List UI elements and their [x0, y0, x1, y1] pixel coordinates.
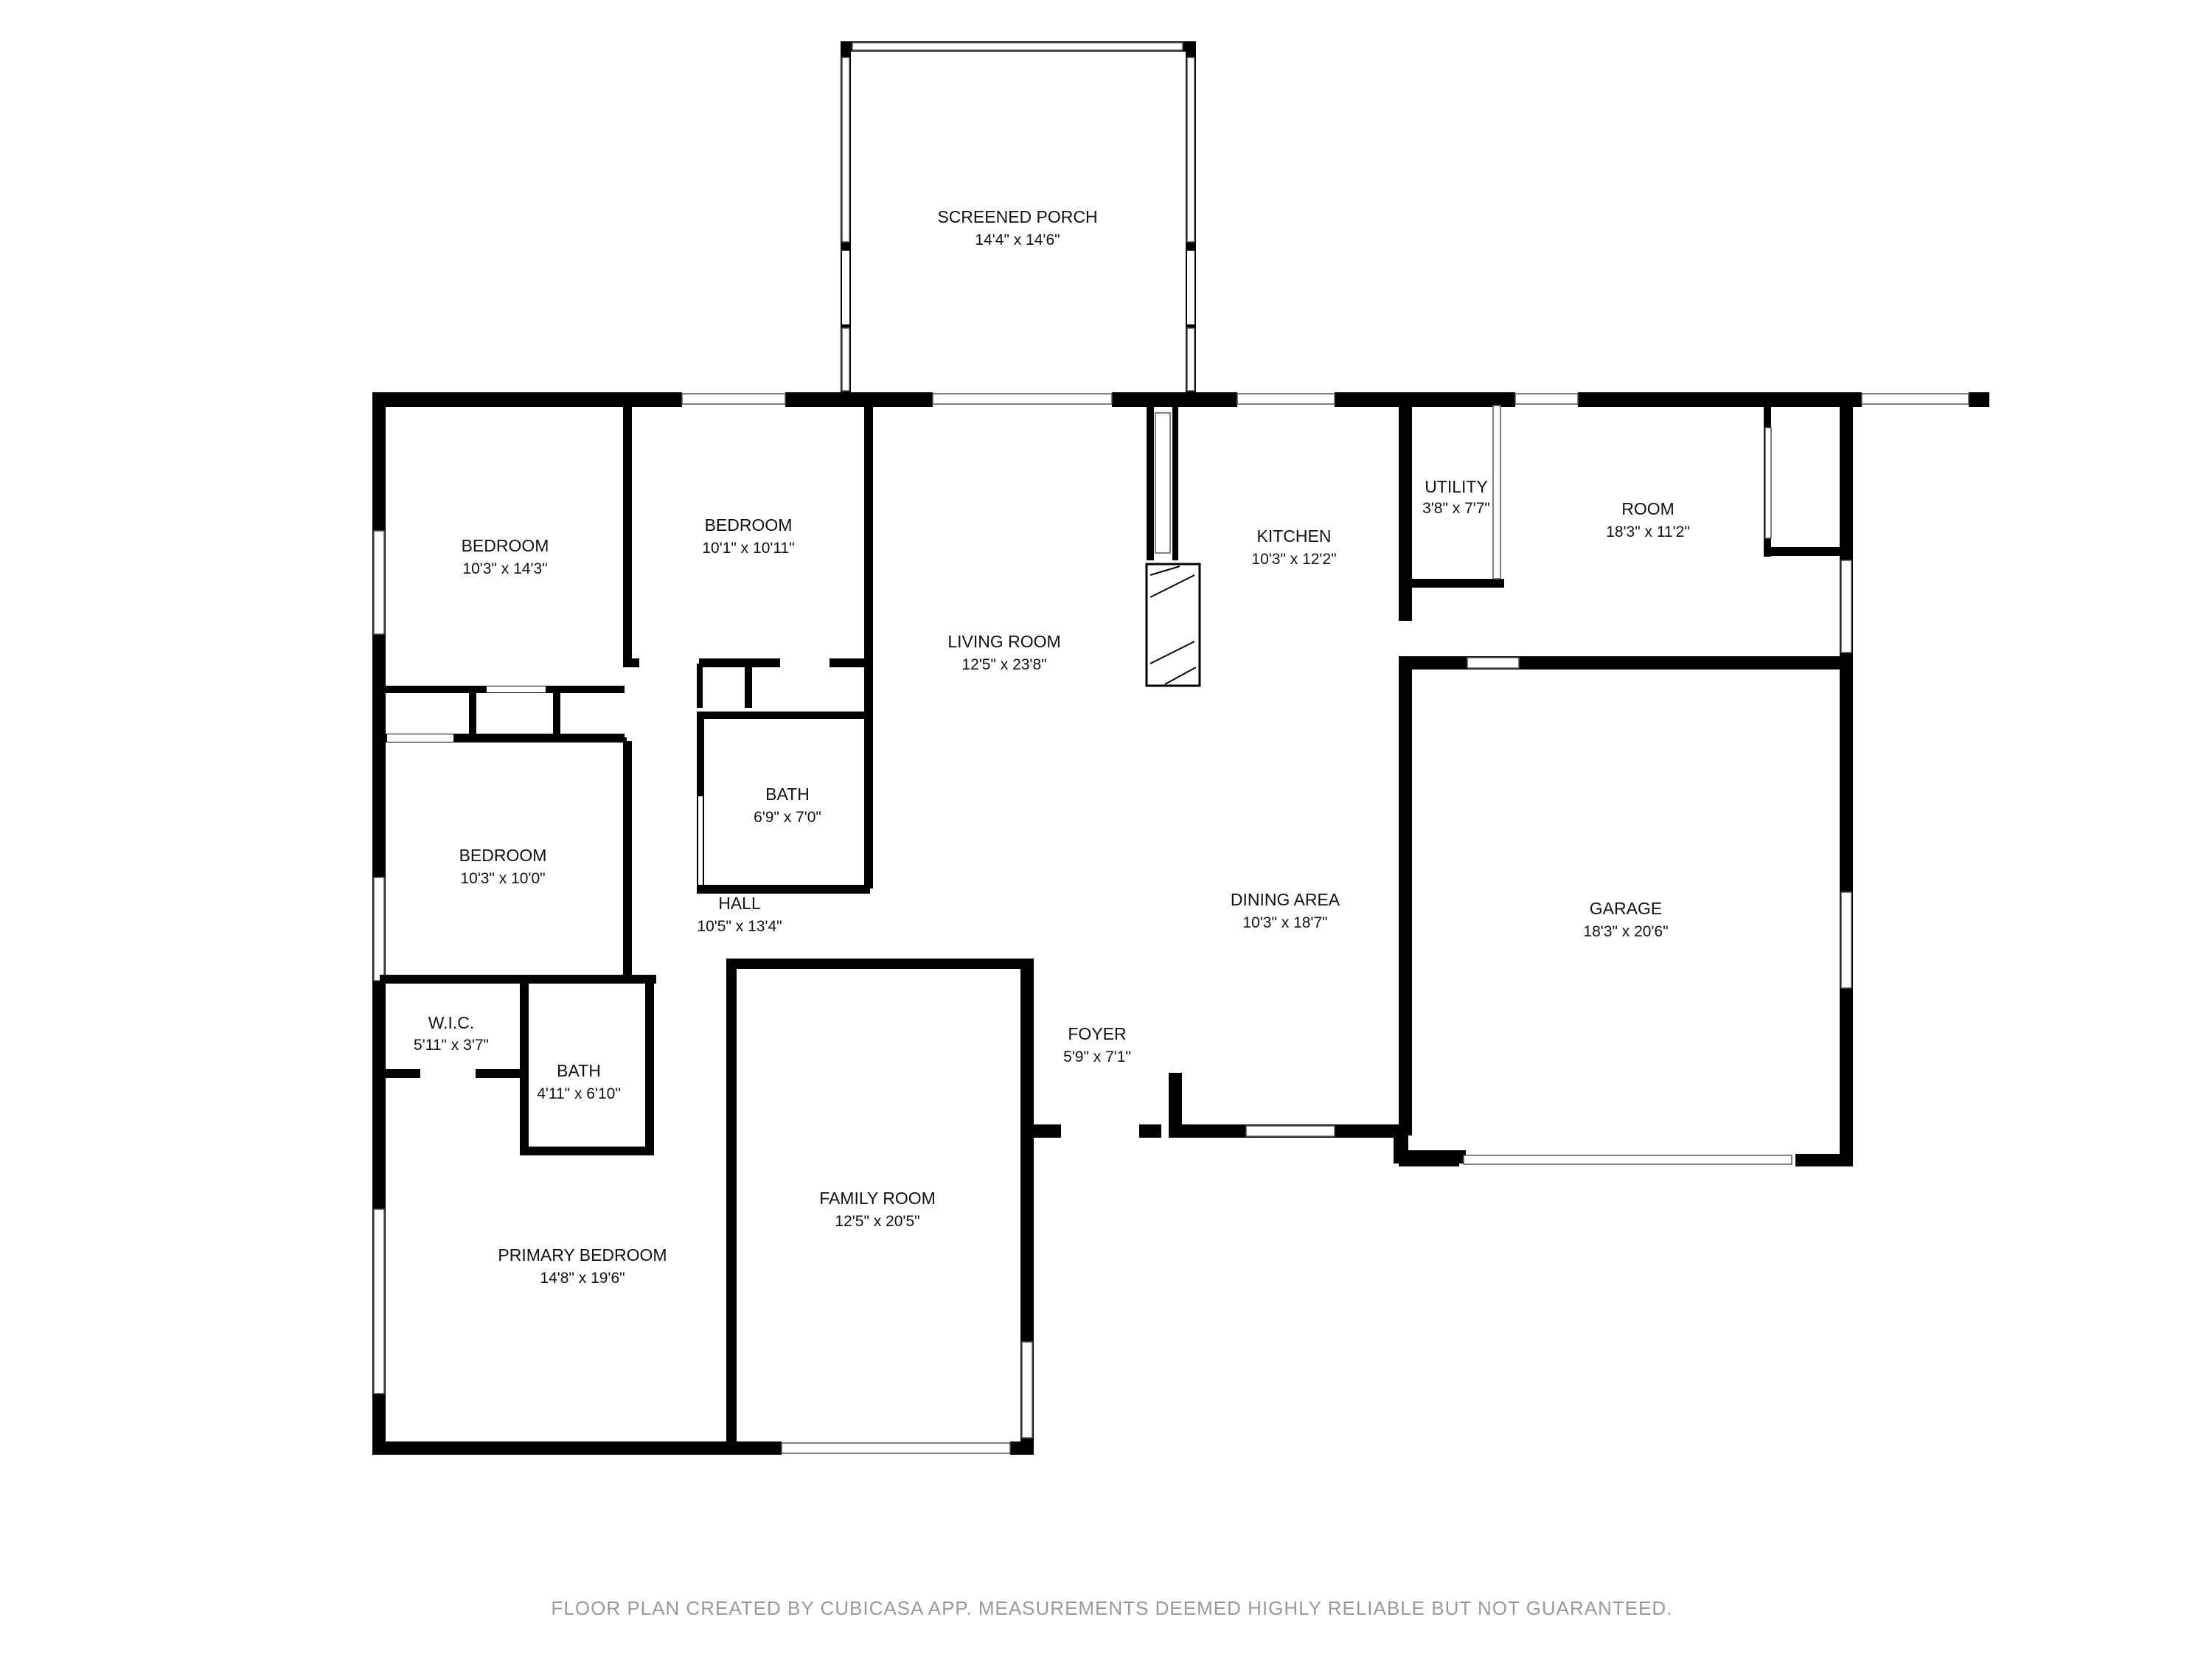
- room-bedroom-nw: BEDROOM 10'3" x 14'3": [462, 536, 549, 577]
- room-label: BATH: [557, 1061, 601, 1080]
- room-label: DINING AREA: [1231, 890, 1340, 909]
- room-primary-bedroom: PRIMARY BEDROOM 14'8" x 19'6": [498, 1245, 667, 1287]
- screened-porch-frame: [841, 41, 1196, 394]
- room-kitchen: KITCHEN 10'3" x 12'2": [1251, 526, 1336, 568]
- room-label: LIVING ROOM: [947, 632, 1060, 651]
- room-dimensions: 10'1" x 10'11": [702, 540, 794, 557]
- room-label: FAMILY ROOM: [819, 1189, 936, 1208]
- room-dimensions: 14'4" x 14'6": [975, 232, 1060, 248]
- room-dimensions: 5'9" x 7'1": [1063, 1048, 1131, 1065]
- room-utility: UTILITY 3'8" x 7'7": [1422, 477, 1490, 517]
- room-dimensions: 10'5" x 13'4": [697, 918, 782, 935]
- room-dimensions: 6'9" x 7'0": [754, 809, 821, 826]
- room-dimensions: 3'8" x 7'7": [1422, 500, 1490, 517]
- room-room: ROOM 18'3" x 11'2": [1606, 499, 1690, 540]
- room-foyer: FOYER 5'9" x 7'1": [1063, 1024, 1131, 1065]
- room-hall: HALL 10'5" x 13'4": [697, 894, 782, 935]
- room-dimensions: 14'8" x 19'6": [540, 1270, 625, 1287]
- room-bedroom-n: BEDROOM 10'1" x 10'11": [702, 515, 794, 557]
- room-label: HALL: [718, 894, 761, 913]
- room-label: FOYER: [1068, 1024, 1126, 1043]
- interior-walls: [380, 402, 1845, 1453]
- room-garage: GARAGE 18'3" x 20'6": [1583, 899, 1668, 940]
- room-label: PRIMARY BEDROOM: [498, 1245, 667, 1265]
- room-label: GARAGE: [1590, 899, 1662, 918]
- room-label: BEDROOM: [462, 536, 549, 555]
- room-dimensions: 10'3" x 12'2": [1251, 551, 1336, 568]
- room-dimensions: 10'3" x 18'7": [1242, 914, 1327, 931]
- room-label: KITCHEN: [1257, 526, 1332, 546]
- room-dimensions: 5'11" x 3'7": [414, 1037, 489, 1054]
- room-label: W.I.C.: [428, 1013, 475, 1032]
- room-label: BEDROOM: [705, 515, 793, 535]
- room-dimensions: 4'11" x 6'10": [537, 1085, 621, 1102]
- room-screened-porch: SCREENED PORCH 14'4" x 14'6": [937, 207, 1097, 248]
- exterior-walls: [372, 392, 1989, 1455]
- room-label: BEDROOM: [459, 846, 547, 865]
- room-wic: W.I.C. 5'11" x 3'7": [414, 1013, 489, 1054]
- room-label: ROOM: [1621, 499, 1674, 518]
- room-bath-primary: BATH 4'11" x 6'10": [537, 1061, 621, 1102]
- room-dining-area: DINING AREA 10'3" x 18'7": [1231, 890, 1340, 931]
- room-dimensions: 12'5" x 23'8": [961, 656, 1046, 673]
- room-dimensions: 10'3" x 14'3": [462, 560, 547, 577]
- room-bedroom-w: BEDROOM 10'3" x 10'0": [459, 846, 547, 887]
- room-label: UTILITY: [1425, 477, 1488, 496]
- room-dimensions: 12'5" x 20'5": [835, 1213, 919, 1230]
- room-living-room: LIVING ROOM 12'5" x 23'8": [947, 632, 1060, 673]
- room-family-room: FAMILY ROOM 12'5" x 20'5": [819, 1189, 936, 1230]
- room-dimensions: 10'3" x 10'0": [460, 870, 545, 887]
- disclaimer-text: FLOOR PLAN CREATED BY CUBICASA APP. MEAS…: [552, 1597, 1673, 1619]
- room-bath-hall: BATH 6'9" x 7'0": [754, 785, 821, 826]
- room-dimensions: 18'3" x 11'2": [1606, 524, 1690, 540]
- room-label: BATH: [765, 785, 810, 804]
- room-dimensions: 18'3" x 20'6": [1583, 923, 1668, 940]
- room-label: SCREENED PORCH: [937, 207, 1097, 226]
